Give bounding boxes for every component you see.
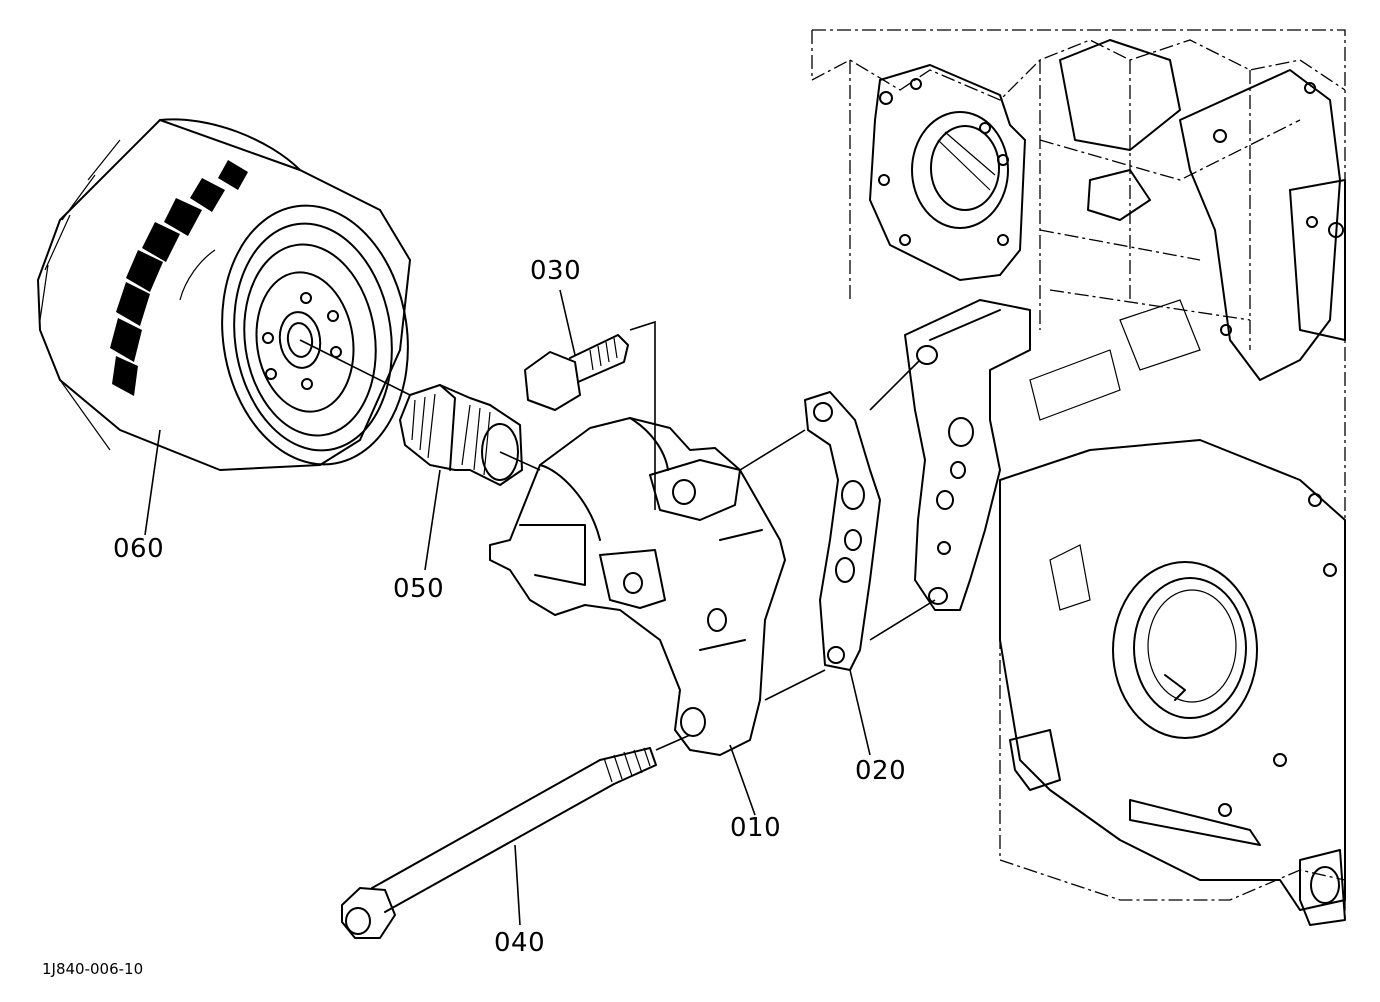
- connector-nipple: [399, 384, 523, 486]
- long-bolt: [341, 747, 657, 939]
- diagram-reference-code: 1J840-006-10: [42, 960, 144, 978]
- callout-030: 030: [530, 256, 582, 286]
- hex-bolt-short: [524, 334, 629, 411]
- callout-020: 020: [855, 756, 907, 786]
- callout-060: 060: [113, 534, 165, 564]
- alignment-lines: [299, 320, 936, 751]
- callout-010: 010: [730, 813, 782, 843]
- bracket-gasket: [804, 391, 881, 671]
- callout-050: 050: [393, 574, 445, 604]
- engine-block: [811, 29, 1346, 926]
- filter-bracket: [489, 417, 786, 756]
- filter-brand-band-logo: [110, 160, 248, 396]
- callout-leaders: [144, 289, 871, 926]
- oil-filter-cartridge: [37, 118, 411, 471]
- callout-040: 040: [494, 928, 546, 958]
